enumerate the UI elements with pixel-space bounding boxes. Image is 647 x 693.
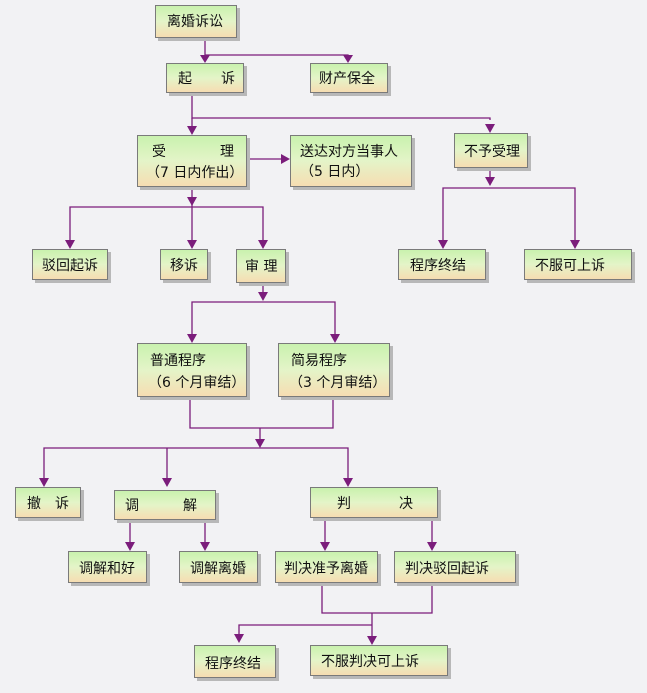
node-trial: 审 理 [236, 249, 286, 283]
node-reject-suit: 驳回起诉 [32, 249, 108, 280]
arrow [162, 478, 172, 487]
node-label: 撤 [27, 496, 41, 512]
arrow [320, 542, 330, 551]
node-label: 离婚诉讼 [167, 14, 223, 30]
arrow [258, 240, 268, 249]
node-label: 判决准予离婚 [284, 561, 368, 577]
node-procedure-end-1: 程序终结 [398, 249, 486, 280]
arrow [234, 634, 244, 643]
connector [321, 583, 433, 614]
arrow [281, 154, 290, 164]
node-label: 诉 [55, 496, 69, 512]
node-ordinary-procedure: 普通程序 （6 个月审结） [137, 343, 247, 397]
node-note: （7 日内作出） [146, 165, 244, 181]
node-label: 诉 [221, 71, 235, 87]
node-reconcile: 调解和好 [68, 551, 147, 583]
node-label: 审 理 [245, 259, 278, 275]
node-label: 程序终结 [205, 656, 261, 672]
arrow [343, 478, 353, 487]
node-label: 调 [125, 498, 139, 514]
node-label: 简易程序 [291, 353, 347, 369]
node-label: 理 [220, 144, 234, 160]
arrow [187, 197, 197, 206]
arrow [187, 334, 197, 343]
arrow [39, 478, 49, 487]
node-label: 普通程序 [150, 353, 206, 369]
arrow [255, 439, 265, 448]
node-label: 移诉 [170, 258, 198, 274]
node-label: 不予受理 [464, 144, 520, 160]
node-label: 判决驳回起诉 [405, 561, 489, 577]
node-label: 调解和好 [79, 561, 135, 577]
node-note: （5 日内） [300, 164, 370, 180]
arrow [485, 124, 495, 133]
node-label: 不服可上诉 [535, 258, 605, 274]
arrow [65, 240, 75, 249]
node-sue: 起 诉 [166, 63, 244, 93]
arrow [438, 240, 448, 249]
node-judge-reject-suit: 判决驳回起诉 [394, 551, 516, 583]
node-label: 财产保全 [319, 71, 375, 87]
arrow [343, 55, 353, 63]
node-label: 起 [178, 71, 192, 87]
node-transfer-suit: 移诉 [160, 249, 208, 280]
node-judgment: 判 决 [310, 487, 438, 518]
node-label: 解 [183, 498, 197, 514]
arrow [258, 292, 268, 301]
connector [204, 38, 349, 57]
connector [238, 624, 372, 640]
arrow [187, 126, 197, 135]
node-label: 不服判决可上诉 [321, 654, 419, 670]
connector [191, 93, 491, 120]
connector [69, 206, 264, 240]
node-withdraw: 撤 诉 [15, 487, 81, 518]
node-divorce-litigation: 离婚诉讼 [155, 5, 237, 38]
arrow [427, 542, 437, 551]
node-label: 受 [152, 144, 166, 160]
arrow [200, 542, 210, 551]
arrow [125, 542, 135, 551]
node-label: 调解离婚 [190, 561, 246, 577]
node-label: 决 [399, 496, 413, 512]
arrow [187, 240, 197, 249]
connector [189, 397, 334, 429]
node-mediated-divorce: 调解离婚 [179, 551, 258, 583]
node-mediate: 调 解 [114, 490, 216, 520]
node-appeal-1: 不服可上诉 [524, 249, 632, 280]
arrow [330, 334, 340, 343]
node-label: 驳回起诉 [42, 258, 98, 274]
node-not-accepted: 不予受理 [454, 133, 528, 168]
arrow [367, 636, 377, 645]
node-label: 判 [337, 496, 351, 512]
node-procedure-end-2: 程序终结 [194, 645, 276, 678]
node-note: （3 个月审结） [289, 375, 387, 391]
node-judge-grant-divorce: 判决准予离婚 [275, 551, 378, 583]
node-label: 送达对方当事人 [300, 144, 398, 160]
arrow [200, 55, 210, 63]
node-accept: 受 理 （7 日内作出） [137, 135, 247, 187]
connector [43, 447, 349, 478]
node-simple-procedure: 简易程序 （3 个月审结） [278, 343, 390, 397]
connector [442, 187, 576, 240]
node-label: 程序终结 [410, 258, 466, 274]
arrow [485, 177, 495, 186]
node-appeal-2: 不服判决可上诉 [310, 645, 448, 676]
node-note: （6 个月审结） [148, 375, 246, 391]
node-property-preservation: 财产保全 [310, 63, 388, 93]
connector [191, 301, 336, 335]
arrow [570, 240, 580, 249]
node-serve-parties: 送达对方当事人 （5 日内） [290, 135, 412, 187]
